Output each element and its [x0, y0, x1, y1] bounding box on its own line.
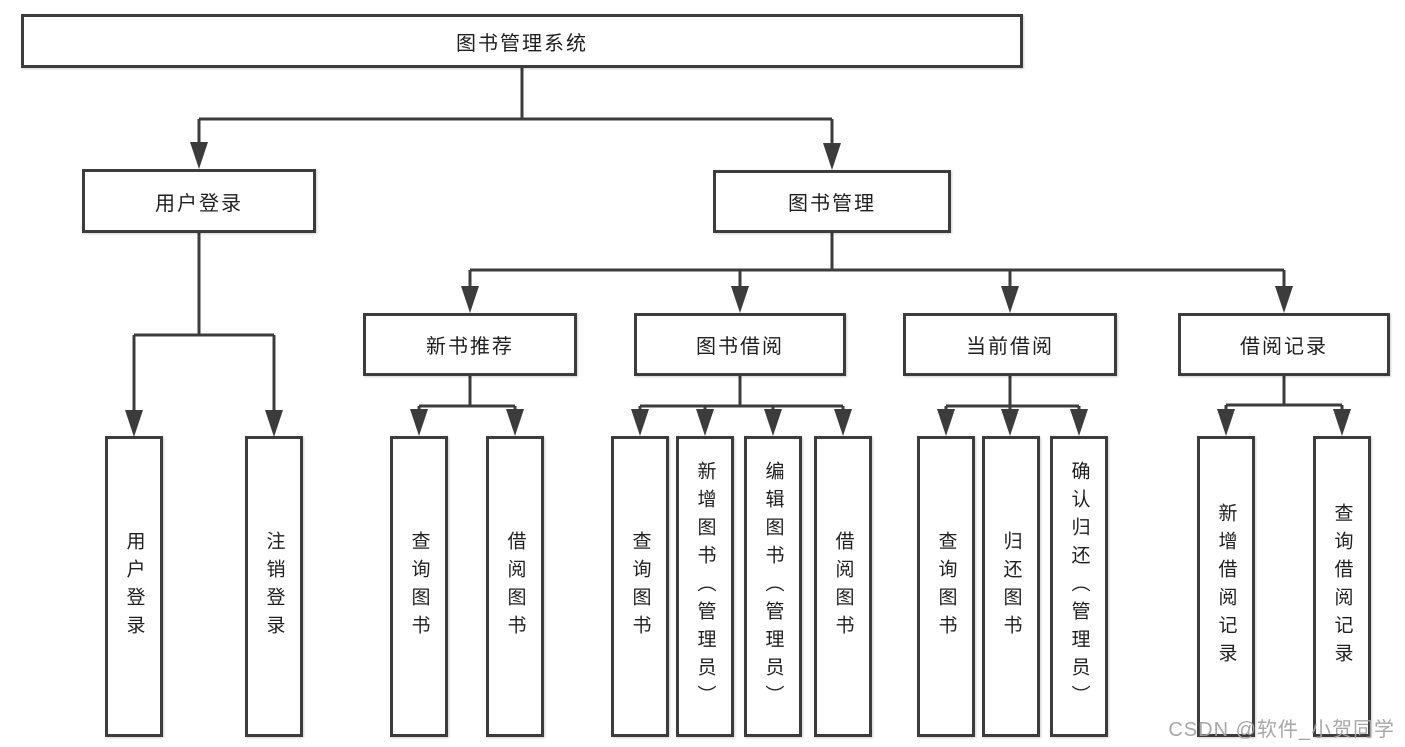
node-root-system: 图书管理系统 — [21, 14, 1023, 68]
node-book-management-branch: 图书管理 — [713, 170, 951, 233]
leaf-edit-books-admin: 编辑图书（管理员） — [744, 436, 802, 737]
csdn-watermark: CSDN @软件_小贺同学 — [1168, 719, 1395, 741]
leaf-borrow-books-borrowing: 借阅图书 — [814, 436, 872, 737]
leaf-add-borrow-record: 新增借阅记录 — [1197, 436, 1255, 737]
leaf-query-books-borrowing: 查询图书 — [611, 436, 669, 737]
leaf-add-books-admin: 新增图书（管理员） — [676, 436, 734, 737]
leaf-borrow-books-recommend: 借阅图书 — [486, 436, 544, 737]
node-user-login-branch: 用户登录 — [82, 169, 316, 233]
connector-edges — [132, 68, 1344, 414]
leaf-query-books-current: 查询图书 — [917, 436, 975, 737]
leaf-return-books: 归还图书 — [982, 436, 1040, 737]
leaf-confirm-return-admin: 确认归还（管理员） — [1050, 436, 1108, 737]
node-current-borrowing: 当前借阅 — [903, 313, 1117, 376]
node-new-book-recommend: 新书推荐 — [363, 313, 577, 376]
leaf-query-borrow-record: 查询借阅记录 — [1313, 436, 1371, 737]
connector-arrowheads — [125, 142, 1351, 437]
leaf-logout: 注销登录 — [245, 436, 303, 737]
leaf-query-books-recommend: 查询图书 — [390, 436, 448, 737]
leaf-user-login: 用户登录 — [105, 436, 163, 737]
node-book-borrowing: 图书借阅 — [634, 313, 846, 376]
node-borrowing-records: 借阅记录 — [1178, 313, 1390, 376]
